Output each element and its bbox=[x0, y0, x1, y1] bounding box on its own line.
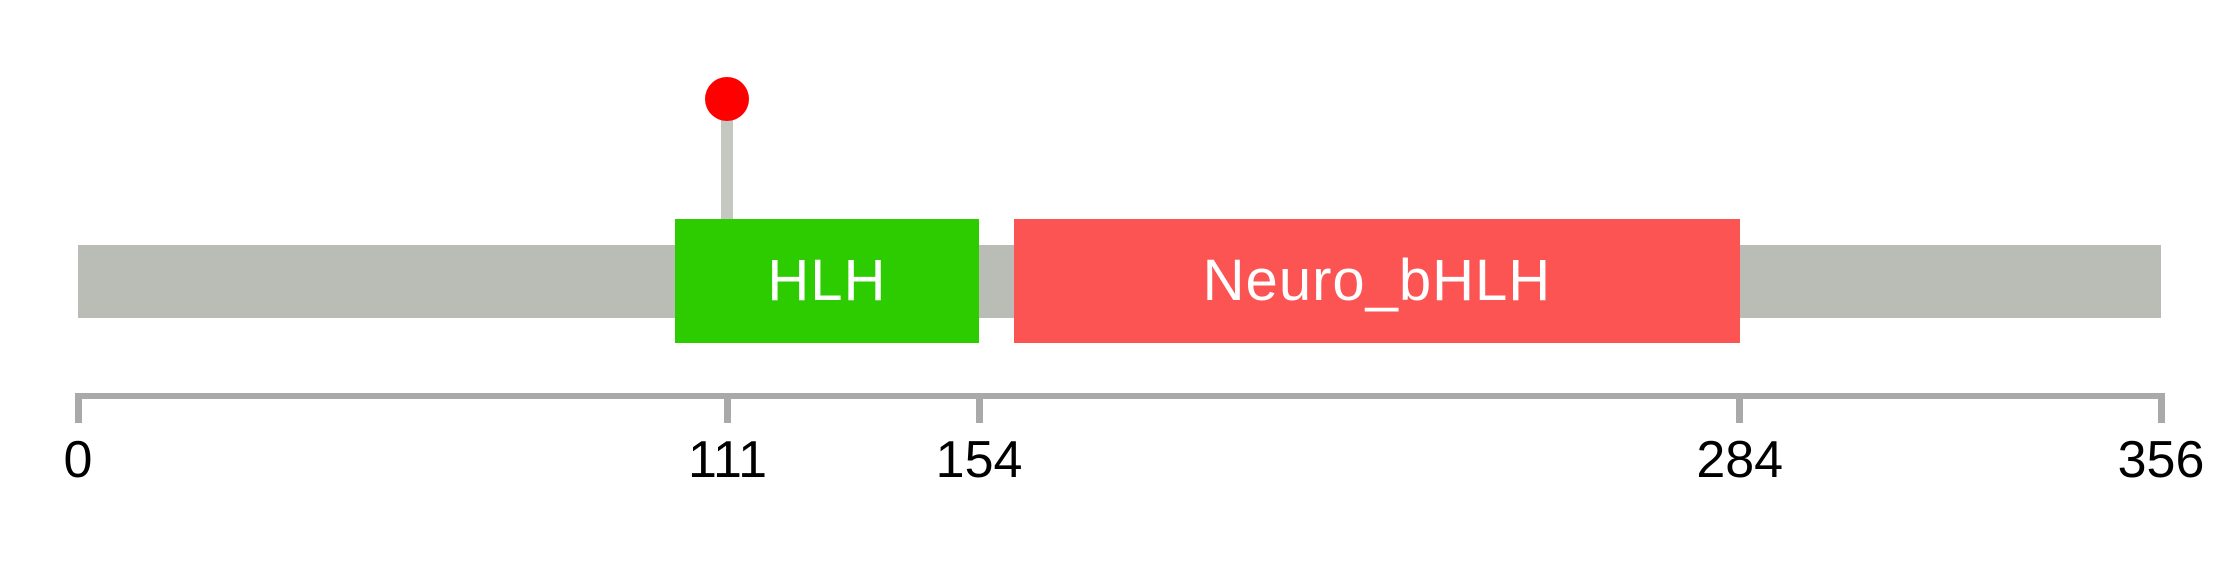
domain-label-hlh: HLH bbox=[767, 248, 887, 313]
axis-tick bbox=[975, 393, 983, 423]
axis-tick-label: 0 bbox=[63, 431, 93, 489]
domain-box-hlh: HLH bbox=[674, 219, 980, 343]
lollipop-stick bbox=[721, 99, 734, 219]
domain-box-neuro_bhlh: Neuro_bHLH bbox=[1014, 219, 1740, 343]
axis-tick bbox=[74, 393, 82, 423]
axis-line bbox=[74, 393, 2165, 399]
axis-tick-label: 284 bbox=[1696, 431, 1784, 489]
axis-tick bbox=[2157, 393, 2165, 423]
axis-tick-label: 356 bbox=[2117, 431, 2205, 489]
axis-tick bbox=[1736, 393, 1744, 423]
axis-tick-label: 111 bbox=[687, 431, 767, 489]
mutation-lollipop-circle bbox=[705, 77, 750, 121]
domain-label-neuro_bhlh: Neuro_bHLH bbox=[1202, 248, 1552, 313]
axis-tick-label: 154 bbox=[935, 431, 1023, 489]
axis-tick bbox=[723, 393, 731, 423]
